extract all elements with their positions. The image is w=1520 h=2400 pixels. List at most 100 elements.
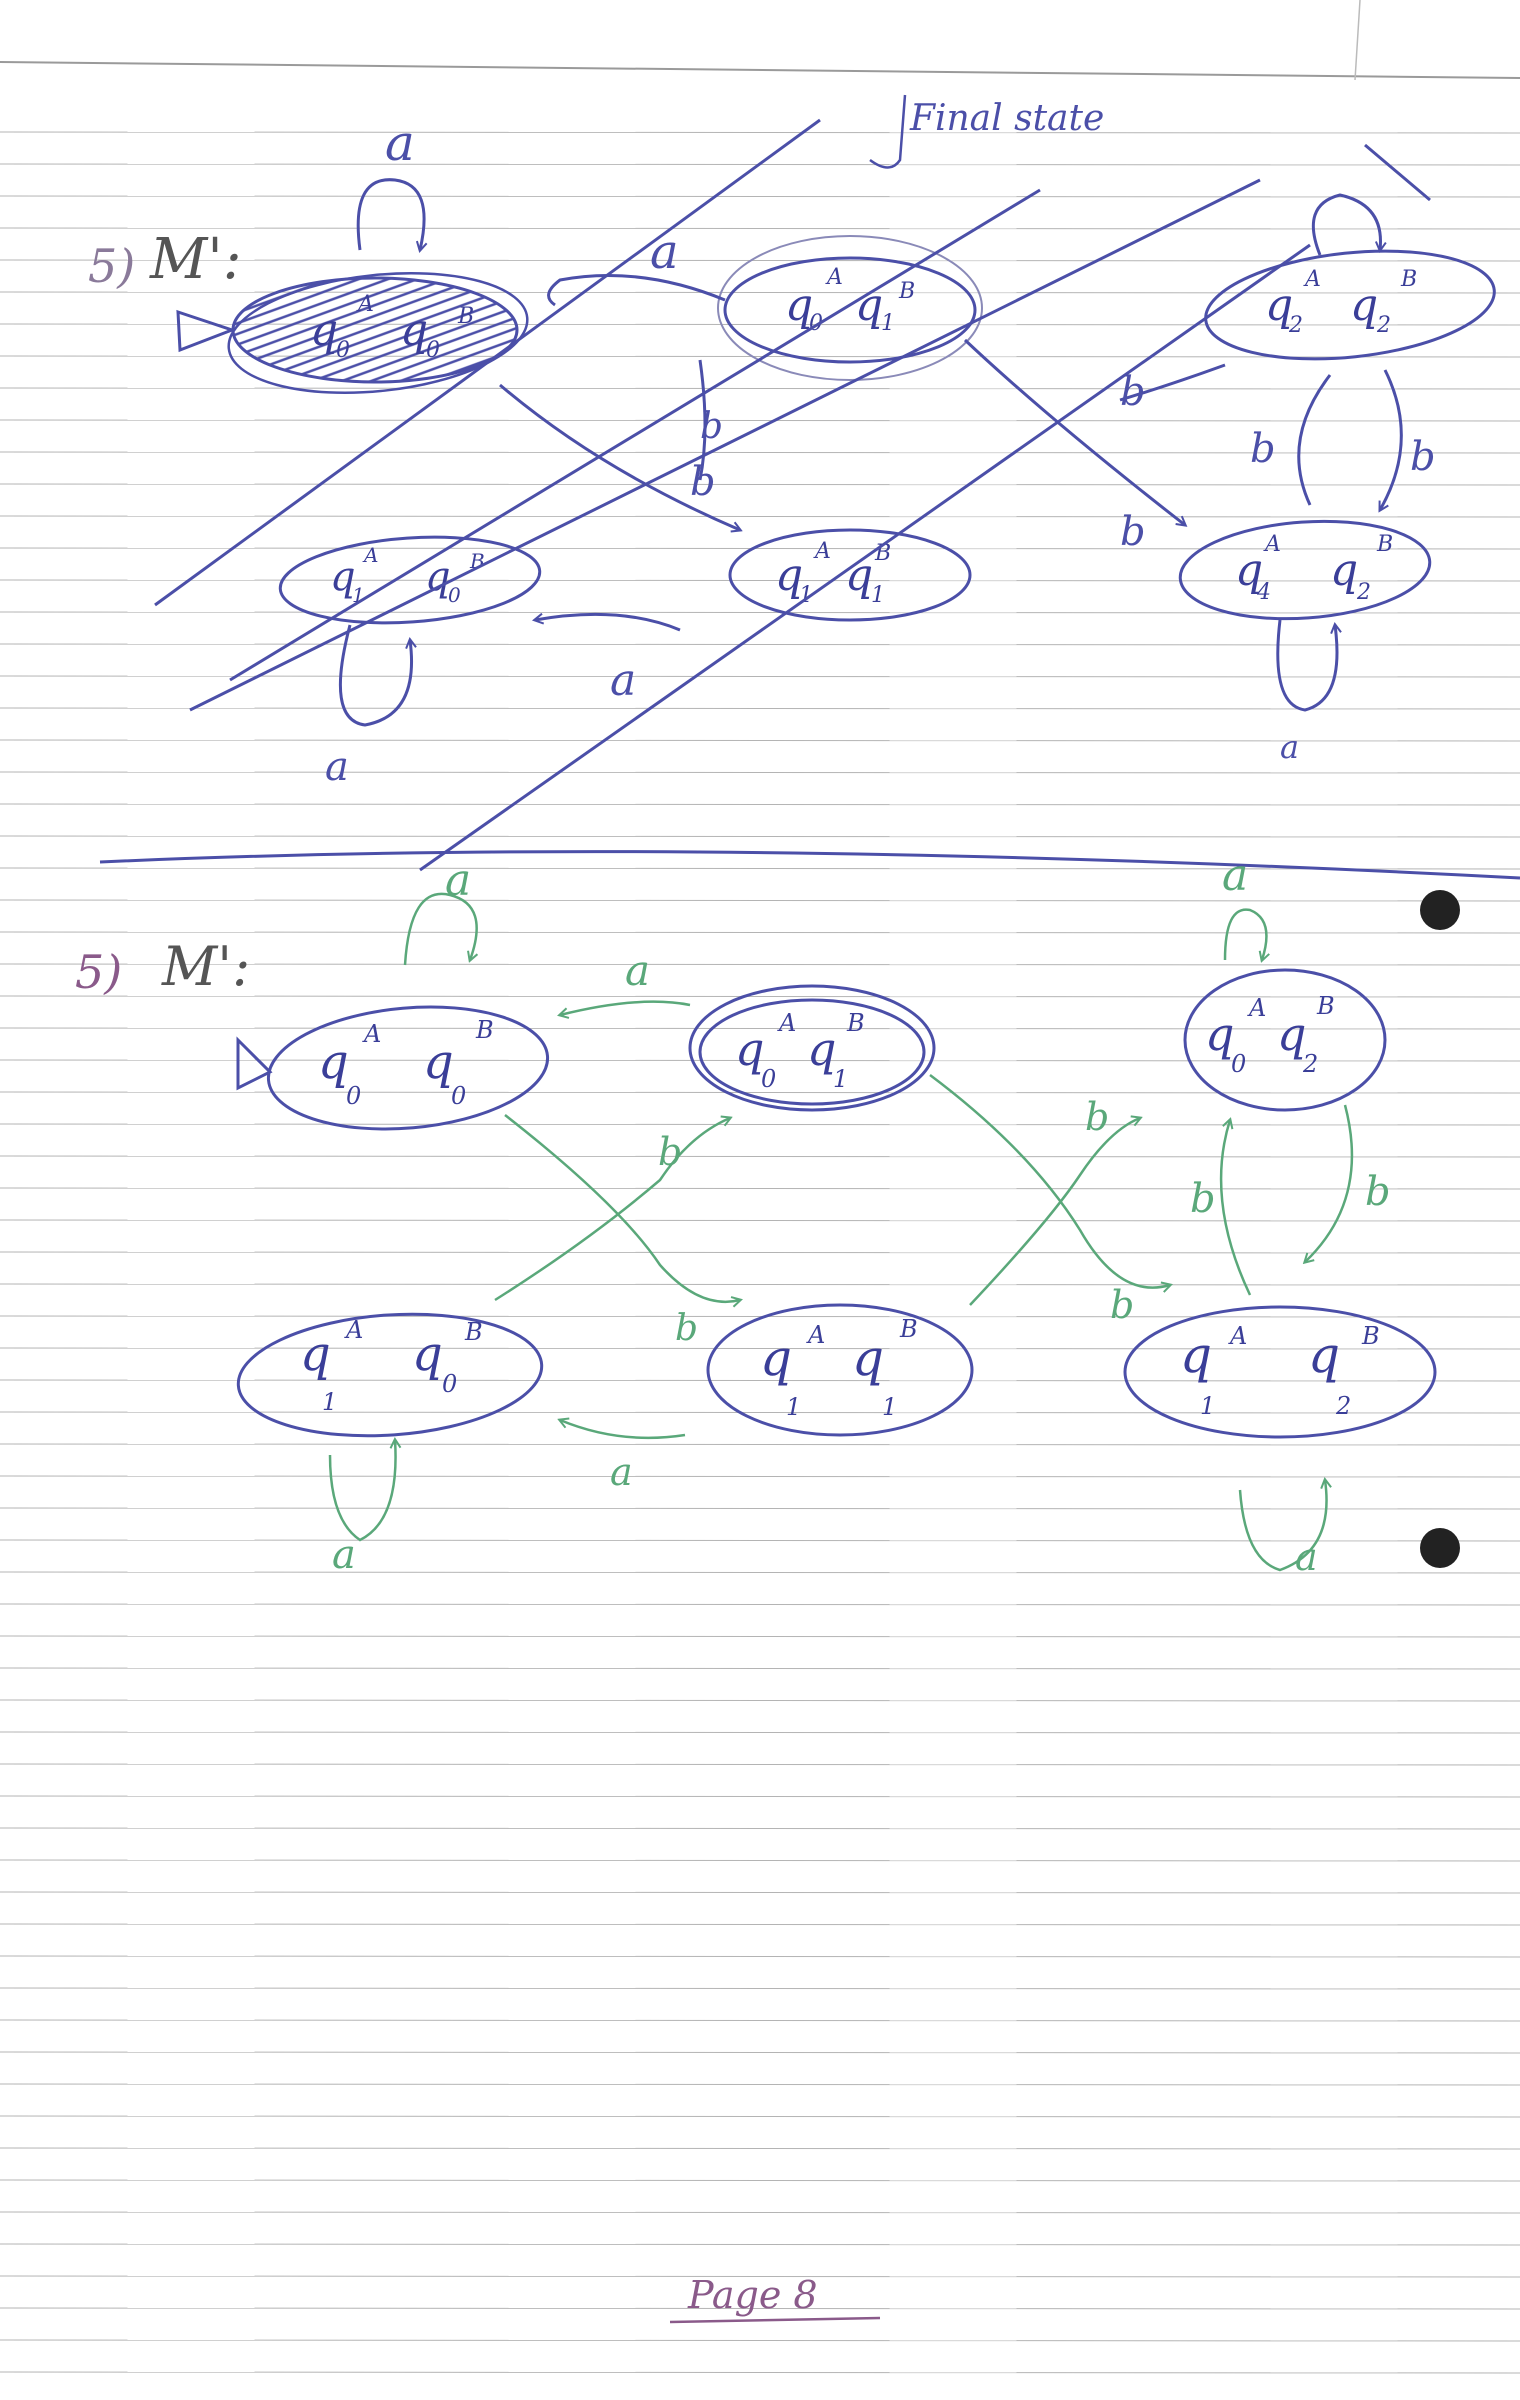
ruled-line xyxy=(0,1667,1520,1670)
edge-label: b xyxy=(675,1308,698,1349)
ruled-line xyxy=(0,483,1520,486)
edge-label: b xyxy=(1365,1169,1391,1215)
edge-label: b xyxy=(1190,1176,1216,1222)
state-a-letter: q xyxy=(318,1034,349,1090)
state-b-sup: B xyxy=(457,304,474,329)
edge-a-01-to-00 xyxy=(547,274,726,307)
state-a-sup: A xyxy=(1303,267,1321,292)
state-b-sup: B xyxy=(464,1318,483,1346)
edge-label: a xyxy=(610,655,636,706)
edge-b-12-to-02 xyxy=(1297,374,1332,506)
state-q4A-q2B-top xyxy=(1178,519,1432,621)
state-a-sup: A xyxy=(362,543,378,567)
bottom-transitions xyxy=(328,892,1354,1572)
state-a-letter: q xyxy=(310,305,338,356)
state-a-sup: A xyxy=(344,1316,363,1344)
ruled-line xyxy=(0,963,1520,966)
edge-self-loop-b10 xyxy=(328,1440,396,1542)
ruled-line xyxy=(0,1571,1520,1574)
ruled-line xyxy=(0,579,1520,582)
ruled-line xyxy=(0,259,1520,262)
ruled-line xyxy=(0,675,1520,678)
state-ellipse-outer xyxy=(688,984,936,1112)
state-a-letter: q xyxy=(300,1326,331,1382)
edge-label: b xyxy=(1410,434,1436,480)
edge-a-b11-to-b10 xyxy=(560,1420,686,1440)
crossout-line xyxy=(99,850,1520,880)
ruled-line xyxy=(0,1987,1520,1990)
ruled-line xyxy=(0,643,1520,646)
state-q1A-q1B xyxy=(706,1303,974,1437)
ruled-line xyxy=(0,2339,1520,2342)
top-heading: 5) xyxy=(88,239,135,293)
state-b-letter: q xyxy=(807,1022,836,1076)
ruled-line xyxy=(0,1283,1520,1286)
edge-label: b xyxy=(690,459,716,505)
state-q0A-q1B xyxy=(688,984,936,1112)
edge-label: b xyxy=(1110,1283,1134,1327)
state-b-letter: q xyxy=(1350,280,1378,331)
ruled-line xyxy=(0,1027,1520,1030)
edge-label: a xyxy=(1280,728,1299,766)
crossout-line xyxy=(419,243,1311,872)
state-b-letter: q xyxy=(423,1034,454,1090)
ruled-line xyxy=(0,995,1520,998)
edge-self-loop-10 xyxy=(338,624,411,727)
state-label-b01: q A 0 q B 1 xyxy=(735,1009,865,1093)
edge-b-b11-to-b02 xyxy=(969,1118,1140,1306)
edge-label: a xyxy=(325,744,349,790)
ruled-line xyxy=(0,2371,1520,2374)
state-a-letter: q xyxy=(1205,1007,1234,1061)
state-a-sup: A xyxy=(777,1009,796,1037)
state-a-sub: 0 xyxy=(761,1065,776,1093)
ruled-line xyxy=(0,1763,1520,1766)
state-a-letter: q xyxy=(735,1022,764,1076)
ruled-line xyxy=(0,1155,1520,1158)
state-q0A-q1B-top xyxy=(717,235,983,381)
crossout-line xyxy=(1364,143,1431,202)
state-a-sub: 0 xyxy=(1231,1050,1246,1078)
ruled-line xyxy=(0,2051,1520,2054)
edge-label: a xyxy=(1222,850,1248,901)
ruled-line xyxy=(0,291,1520,294)
ruled-line xyxy=(0,2211,1520,2214)
punch-hole xyxy=(1420,890,1460,930)
top-margin-line xyxy=(0,61,1520,79)
ruled-line xyxy=(0,899,1520,902)
edge-label: b xyxy=(700,406,723,447)
ruled-line xyxy=(0,611,1520,614)
ruled-line xyxy=(0,1251,1520,1254)
state-q2A-q2B-top xyxy=(1204,249,1496,361)
state-b-sub: 2 xyxy=(1376,313,1391,338)
ruled-line xyxy=(0,739,1520,742)
state-b-sub: 0 xyxy=(442,1370,457,1398)
ruled-line xyxy=(0,1507,1520,1510)
state-a-sup: A xyxy=(813,539,831,564)
state-b-sup: B xyxy=(1361,1322,1380,1350)
ruled-line xyxy=(0,547,1520,550)
state-a-letter: q xyxy=(775,550,803,601)
state-a-sub: 4 xyxy=(1256,580,1271,605)
state-b-letter: q xyxy=(412,1326,443,1382)
top-machine-label: M': xyxy=(149,227,242,292)
state-b-sup: B xyxy=(899,1315,918,1343)
state-b-letter: q xyxy=(1330,545,1358,596)
edge-label: a xyxy=(610,1450,633,1494)
ruled-line xyxy=(0,1347,1520,1350)
state-a-letter: q xyxy=(330,554,356,600)
state-a-sup: A xyxy=(1228,1322,1247,1350)
state-b-letter: q xyxy=(852,1329,884,1387)
state-q1A-q0B xyxy=(236,1312,544,1438)
state-b-sub: 2 xyxy=(1356,580,1371,605)
top-diagram: 5) M': Final state q A 0 q B 0 q xyxy=(88,94,1520,880)
ruled-line xyxy=(0,1731,1520,1734)
state-b-sub: 1 xyxy=(871,583,885,608)
state-b-sub: 1 xyxy=(833,1065,848,1093)
ruled-line xyxy=(0,451,1520,454)
bottom-heading: 5) xyxy=(75,945,122,999)
ruled-line xyxy=(0,803,1520,806)
edge-b-10-to-01 xyxy=(698,359,707,481)
edge-label: b xyxy=(1120,509,1146,555)
state-b-sub: 0 xyxy=(451,1082,466,1110)
